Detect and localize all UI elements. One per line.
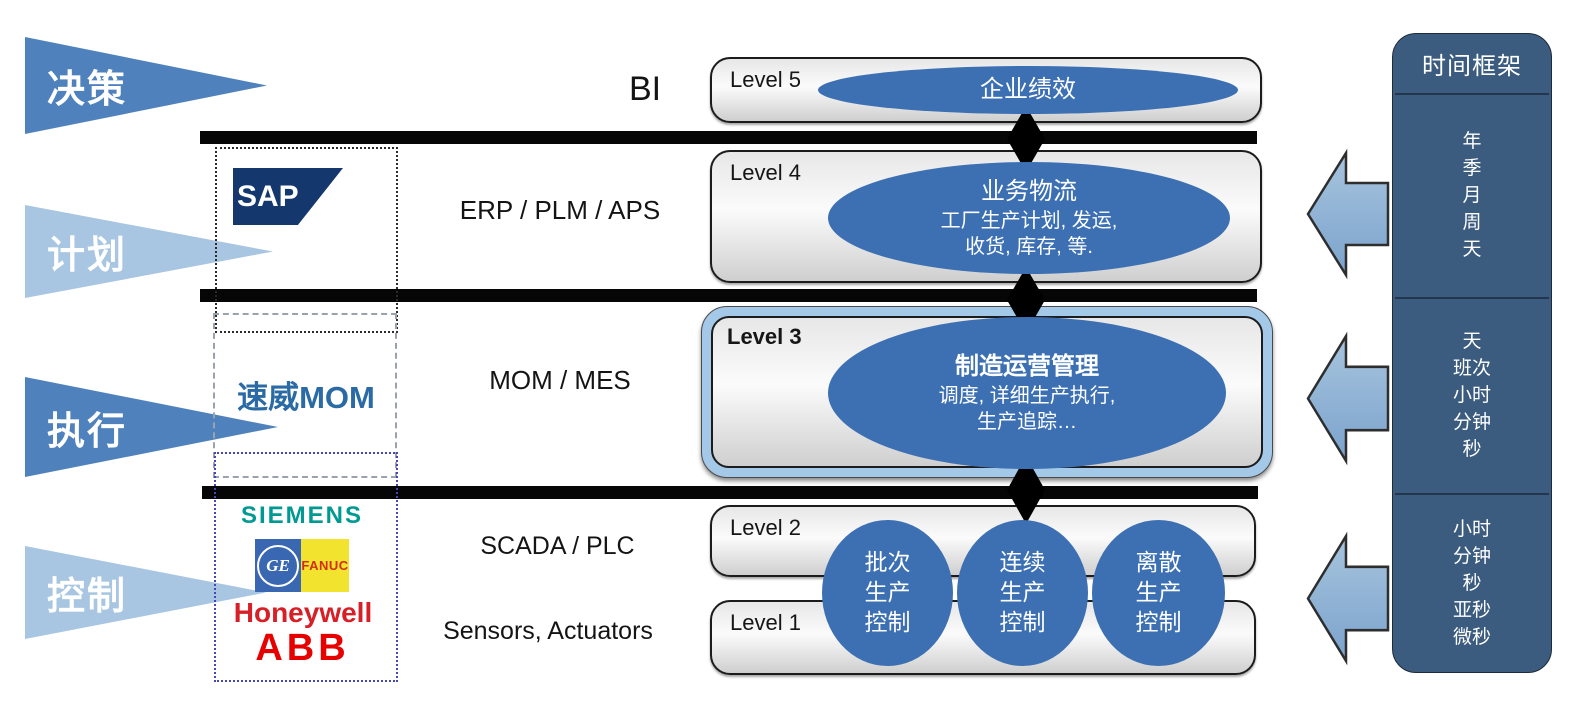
vendor-frame-control	[214, 452, 398, 682]
timeframe-header: 时间框架	[1393, 34, 1551, 93]
level3-label: Level 3	[727, 324, 802, 349]
tf-microsecond: 微秒	[1452, 627, 1491, 648]
tf-hour: 小时	[1452, 384, 1491, 406]
honeywell-logo-text: Honeywell	[233, 597, 373, 628]
sap-logo: SAP	[233, 168, 343, 225]
timeframe-group-control: 小时 分钟 秒 亚秒 微秒	[1393, 493, 1551, 674]
stage-arrow-decision: 决策	[25, 37, 267, 134]
tf-minute2: 分钟	[1452, 546, 1491, 567]
system-label-erp: ERP / PLM / APS	[459, 195, 661, 225]
continuous-line2: 生产	[999, 579, 1046, 606]
timeframe-divider-1	[1395, 93, 1549, 95]
level4-detail-line2: 收货, 库存, 等.	[965, 235, 1093, 258]
level4-detail-line1: 工厂生产计划, 发运,	[940, 209, 1118, 232]
tf-second2: 秒	[1462, 573, 1482, 594]
batch-line3: 控制	[864, 608, 911, 635]
separator-bar-middle	[200, 289, 1257, 302]
system-label-bi: BI	[628, 70, 662, 108]
batch-line2: 生产	[864, 579, 911, 606]
abb-logo-text: ABB	[255, 627, 350, 669]
tf-second: 秒	[1462, 438, 1482, 460]
timeframe-panel: 时间框架 年 季 月 周 天 天 班次 小时 分钟 秒 小时 分钟 秒 亚秒 微…	[1392, 33, 1552, 673]
level5-label: Level 5	[730, 67, 801, 92]
tf-quarter: 季	[1462, 157, 1482, 179]
level5-title: 企业绩效	[980, 76, 1076, 104]
suwei-mom-logo-text: 速威MOM	[237, 380, 375, 415]
fanuc-logo: FANUC	[301, 539, 349, 592]
timeframe-divider-2	[1395, 297, 1549, 299]
discrete-line3: 控制	[1135, 608, 1182, 635]
continuous-line1: 连续	[999, 549, 1046, 576]
batch-line1: 批次	[864, 549, 911, 576]
level2-label: Level 2	[730, 515, 801, 540]
tf-hour2: 小时	[1452, 519, 1491, 540]
tf-shift: 班次	[1452, 357, 1491, 379]
level5-ellipse: 企业绩效	[818, 66, 1238, 114]
suwei-mom-logo: 速威MOM	[222, 372, 390, 417]
tf-month: 月	[1462, 184, 1482, 206]
timeframe-group-planning: 年 季 月 周 天	[1393, 93, 1551, 297]
honeywell-logo: Honeywell	[228, 597, 378, 629]
tf-day2: 天	[1462, 330, 1482, 352]
sap-logo-text: SAP	[237, 179, 299, 213]
tf-subsecond: 亚秒	[1452, 600, 1491, 621]
control-circle-batch: 批次 生产 控制	[822, 520, 953, 666]
discrete-line2: 生产	[1135, 579, 1182, 606]
separator-bar-bottom	[202, 486, 1258, 499]
tf-week: 周	[1462, 211, 1482, 233]
tf-year: 年	[1462, 130, 1482, 152]
discrete-line1: 离散	[1135, 549, 1182, 576]
level3-ellipse: 制造运营管理 调度, 详细生产执行, 生产追踪…	[828, 317, 1226, 469]
level1-label: Level 1	[730, 610, 801, 635]
timeframe-title: 时间框架	[1422, 53, 1522, 80]
level4-label: Level 4	[730, 160, 801, 185]
tf-day: 天	[1462, 238, 1482, 260]
fanuc-logo-text: FANUC	[301, 558, 349, 573]
stage-label-decision: 决策	[47, 69, 128, 111]
ge-logo: GE	[255, 539, 301, 592]
timeframe-divider-3	[1395, 493, 1549, 495]
control-circle-continuous: 连续 生产 控制	[957, 520, 1088, 666]
abb-logo: ABB	[230, 627, 375, 670]
timeframe-arrow-planning-icon	[1306, 148, 1390, 280]
siemens-logo-text: SIEMENS	[240, 502, 364, 529]
level4-title: 业务物流	[981, 178, 1077, 206]
stage-label-planning: 计划	[47, 235, 128, 277]
separator-bar-top	[200, 131, 1257, 144]
stage-label-execution: 执行	[47, 410, 128, 453]
continuous-line3: 控制	[999, 608, 1046, 635]
tf-minute: 分钟	[1452, 411, 1491, 433]
level3-title: 制造运营管理	[955, 353, 1099, 381]
control-circle-discrete: 离散 生产 控制	[1092, 520, 1225, 666]
level3-detail-line2: 生产追踪…	[977, 410, 1077, 433]
ge-monogram-icon: GE	[257, 544, 299, 587]
system-label-sensors: Sensors, Actuators	[443, 617, 653, 645]
stage-label-control: 控制	[47, 576, 128, 618]
level3-detail-line1: 调度, 详细生产执行,	[938, 384, 1116, 407]
timeframe-arrow-control-icon	[1306, 531, 1390, 666]
vendor-frame-erp	[215, 147, 398, 333]
timeframe-arrow-execution-icon	[1306, 331, 1390, 466]
vendor-frame-mom	[213, 313, 397, 478]
system-label-scada: SCADA / PLC	[480, 532, 635, 560]
level4-ellipse: 业务物流 工厂生产计划, 发运, 收货, 库存, 等.	[828, 162, 1230, 274]
timeframe-group-execution: 天 班次 小时 分钟 秒	[1393, 297, 1551, 493]
system-label-mom: MOM / MES	[489, 365, 631, 395]
ge-logo-text: GE	[266, 555, 290, 575]
siemens-logo: SIEMENS	[232, 502, 372, 530]
